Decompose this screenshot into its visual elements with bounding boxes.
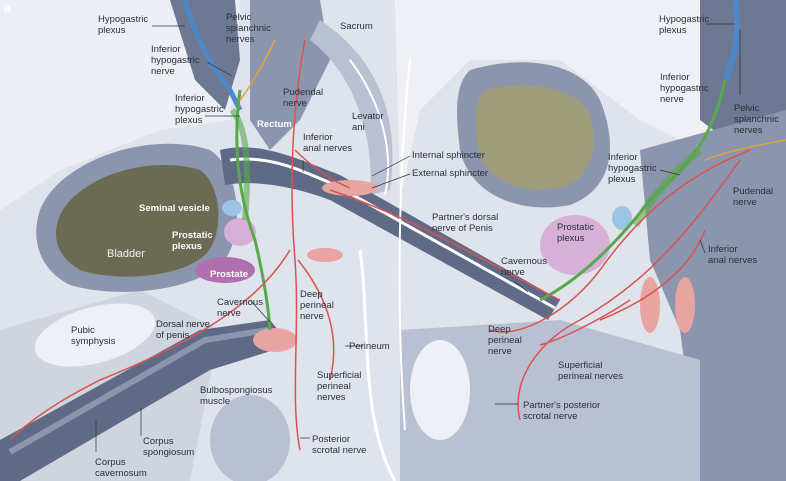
sacral-mass: [250, 0, 330, 150]
label-deep-perineal-nerve-left: Deep perineal nerve: [300, 289, 334, 322]
pelvic-splanchnic-right: [704, 139, 786, 161]
pudendal-nerve-right: [489, 149, 751, 333]
label-corpus-cavernosum: Corpus cavernosum: [95, 457, 147, 479]
label-inferior-hypogastric-plexus-left: Inferior hypogastric plexus: [175, 93, 224, 126]
penis-shaft: [0, 320, 290, 481]
label-levator-ani: Levator ani: [352, 111, 384, 133]
hypogastric-nerve-left: [182, 0, 243, 112]
corpus-spongiosum-band: [8, 327, 269, 455]
sacrum: [310, 20, 393, 195]
label-pudendal-nerve-left: Pudendal nerve: [283, 87, 324, 109]
label-dorsal-nerve-of-penis: Dorsal nerve of penis: [156, 319, 210, 341]
seminal-vesicle: [222, 200, 242, 216]
levator-ani-right-2: [675, 277, 695, 333]
right-lower-oval: [410, 340, 470, 440]
label-corpus-spongiosum: Corpus spongiosum: [143, 436, 195, 458]
bladder-lumen: [56, 165, 219, 277]
label-sacrum: Sacrum: [340, 21, 373, 32]
upper-right-region: [395, 0, 786, 200]
deep-perineal-muscle: [307, 248, 343, 262]
pelvic-splanchnic-left: [239, 39, 276, 101]
label-deep-perineal-nerve-right: Deep perineal nerve: [488, 324, 522, 357]
label-partners-posterior-scrotal-nerve: Partner's posterior scrotal nerve: [523, 400, 601, 422]
scrotum: [210, 395, 290, 481]
label-seminal-vesicle: Seminal vesicle: [139, 203, 210, 214]
perineum-outline: [358, 249, 397, 481]
label-bladder: Bladder: [107, 248, 145, 260]
label-superficial-perineal-nerves-left: Superficial perineal nerves: [317, 370, 362, 403]
label-inferior-hypogastric-nerve-left: Inferior hypogastric nerve: [151, 44, 200, 77]
label-hypogastric-plexus-left: Hypogastric plexus: [98, 14, 149, 36]
label-inferior-anal-nerves-right: Inferior anal nerves: [708, 244, 758, 266]
inferior-hypogastric-plexus-left: [235, 89, 272, 331]
superficial-perineal-nerve-left: [297, 259, 335, 381]
seminal-vesicle-right: [612, 206, 632, 230]
plexus-web-right: [631, 146, 703, 228]
label-internal-sphincter: Internal sphincter: [412, 150, 485, 161]
hypogastric-nerve-right: [722, 0, 740, 82]
dorsal-nerve-of-penis: [9, 249, 291, 441]
label-pelvic-splanchnic-left: Pelvic splanchnic nerves: [226, 12, 271, 45]
prostate-right: [540, 215, 610, 275]
label-prostatic-plexus-right: Prostatic plexus: [557, 222, 594, 244]
right-bowel-lumen: [475, 85, 594, 190]
prostate: [195, 257, 255, 283]
sacrum-outline: [349, 59, 390, 196]
label-hypogastric-plexus-right: Hypogastric plexus: [659, 14, 710, 36]
label-inferior-hypogastric-plexus-right: Inferior hypogastric plexus: [608, 152, 657, 185]
label-rectum: Rectum: [257, 119, 292, 130]
partners-posterior-scrotal-nerve: [517, 159, 741, 421]
partner-outline: [398, 59, 411, 431]
label-inferior-anal-nerves-left: Inferior anal nerves: [303, 132, 353, 154]
plexus-web-left: [229, 107, 250, 221]
prostatic-plexus-region: [224, 218, 256, 246]
label-pelvic-splanchnic-right: Pelvic splanchnic nerves: [734, 103, 779, 136]
pubic-symphysis-bone: [34, 303, 156, 367]
label-external-sphincter: External sphincter: [412, 168, 489, 179]
leader-lines: [95, 23, 741, 452]
label-bulbospongiosus-muscle: Bulbospongiosus muscle: [200, 385, 273, 407]
partners-dorsal-nerve: [329, 189, 561, 301]
label-pudendal-nerve-right: Pudendal nerve: [733, 186, 774, 208]
inferior-anal-nerve-left: [294, 149, 351, 189]
superficial-perineal-nerve-right: [539, 299, 631, 346]
label-inferior-hypogastric-nerve-right: Inferior hypogastric nerve: [660, 72, 709, 105]
bulbospongiosus-muscle: [253, 328, 297, 352]
label-cavernous-nerve-right: Cavernous nerve: [501, 256, 547, 278]
pudendal-nerve-left: [291, 39, 306, 451]
label-cavernous-nerve-left: Cavernous nerve: [217, 297, 263, 319]
upper-left-region: [0, 0, 240, 210]
inferior-anal-nerves-right: [599, 229, 706, 321]
right-spinal-column: [700, 0, 786, 150]
label-pubic-symphysis: Pubic symphysis: [71, 325, 116, 347]
label-prostatic-plexus-left: Prostatic plexus: [172, 230, 213, 252]
right-pelvic-mass: [640, 110, 786, 481]
label-partners-dorsal-nerve: Partner's dorsal nerve of Penis: [432, 212, 499, 234]
label-prostate: Prostate: [210, 269, 249, 280]
panel-letter: a: [4, 1, 11, 15]
rectum-tube: [220, 147, 560, 320]
label-posterior-scrotal-nerve: Posterior scrotal nerve: [312, 434, 367, 456]
label-superficial-perineal-nerves-right: Superficial perineal nerves: [558, 360, 623, 382]
lower-right-tissue: [400, 320, 700, 481]
levator-ani-right: [640, 277, 660, 333]
label-perineum: Perineum: [349, 341, 390, 352]
